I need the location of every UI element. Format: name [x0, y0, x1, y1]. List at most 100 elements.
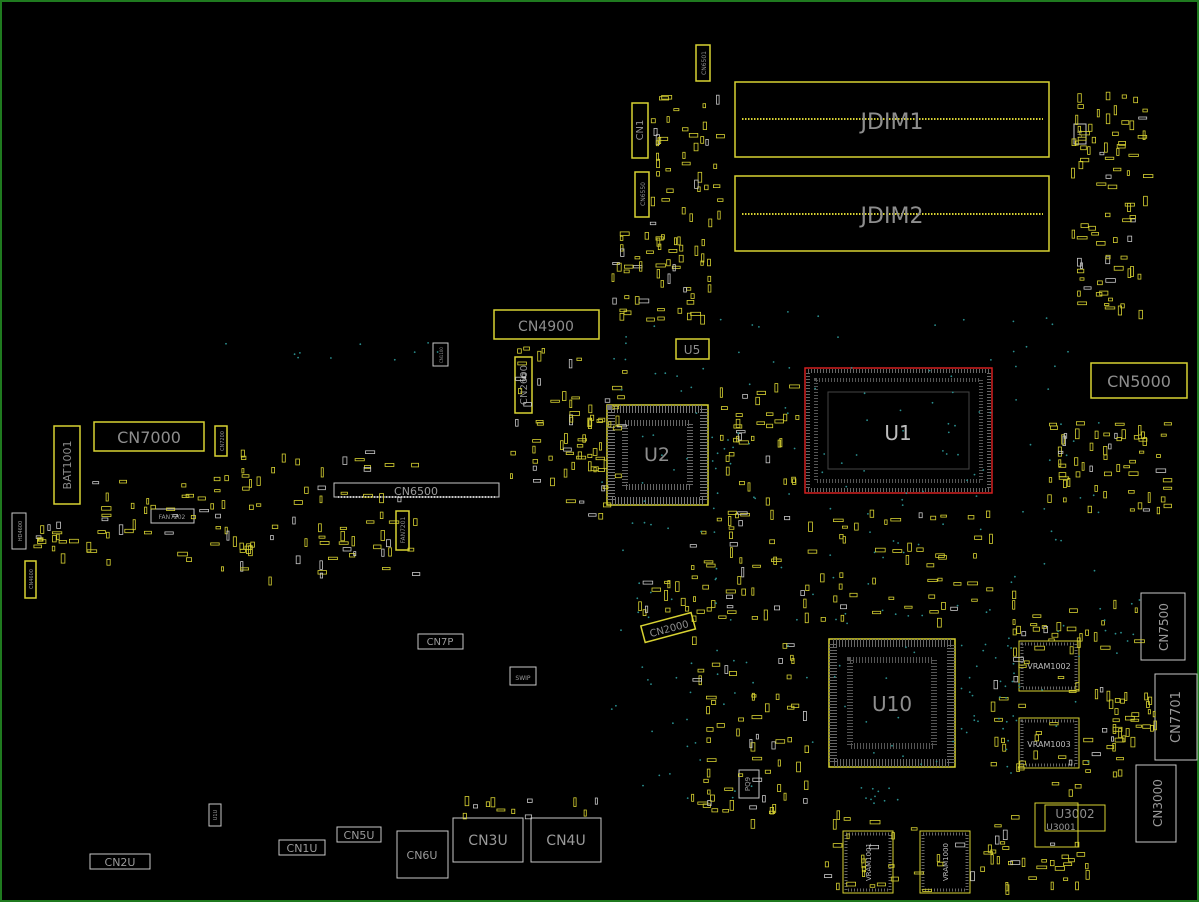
connector-cn7200[interactable]: CN7200	[214, 425, 228, 457]
smd-part	[836, 882, 840, 891]
connector-cn3u[interactable]: CN3U	[452, 817, 524, 863]
via	[711, 436, 714, 439]
via	[866, 419, 868, 422]
smd-part	[807, 549, 818, 554]
via	[812, 593, 814, 596]
smd-part	[1129, 459, 1136, 464]
smd-part	[1047, 494, 1052, 503]
smd-part	[832, 843, 843, 848]
connector-cn2u[interactable]: CN2U	[89, 853, 151, 870]
connector-cn4900[interactable]: CN4900	[493, 309, 600, 340]
via	[975, 495, 978, 497]
via	[871, 787, 874, 790]
smd-part	[1118, 140, 1126, 146]
smd-part	[1005, 884, 1010, 895]
chip-u1u[interactable]: U1U	[208, 803, 222, 827]
smd-part	[1113, 265, 1124, 271]
connector-hd4600[interactable]: HD4600	[11, 512, 27, 550]
smd-part	[935, 553, 945, 558]
smd-part	[588, 404, 593, 414]
connector-cn6500[interactable]: CN6500	[333, 482, 500, 498]
smd-part	[1112, 726, 1123, 732]
smd-part	[608, 421, 612, 428]
smd-part	[787, 705, 795, 710]
smd-part	[672, 264, 676, 272]
smd-part	[922, 888, 933, 892]
smd-part	[240, 561, 244, 572]
chip-u10[interactable]: U10	[828, 638, 956, 768]
connector-fan7202[interactable]: FAN7202	[150, 508, 195, 524]
chip-u1[interactable]: U1	[804, 367, 993, 494]
dimm-slot-jdim1[interactable]: JDIM1	[734, 81, 1050, 158]
via	[990, 359, 992, 361]
smd-part	[861, 866, 866, 873]
dimm-slot-jdim2[interactable]: JDIM2	[734, 175, 1050, 252]
connector-cn1u[interactable]: CN1U	[278, 839, 326, 856]
smd-part	[905, 555, 910, 565]
chip-u3[interactable]: U3	[1073, 123, 1087, 145]
connector-cn7p[interactable]: CN7P	[417, 633, 464, 650]
smd-part	[150, 504, 156, 510]
smd-part	[928, 594, 936, 599]
smd-part	[1068, 789, 1073, 797]
connector-fan7201[interactable]: FAN7201	[395, 510, 410, 551]
label-fan7202: FAN7202	[159, 514, 186, 521]
label-cn4600: CN4600	[29, 569, 35, 589]
connector-cn6u[interactable]: CN6U	[396, 830, 449, 879]
connector-cn7500[interactable]: CN7500	[1140, 592, 1186, 661]
connector-cn5u[interactable]: CN5U	[336, 826, 382, 843]
chip-vram1001[interactable]: VRAM1001	[842, 830, 894, 894]
connector-cn6501[interactable]: CN6501	[695, 44, 711, 82]
smd-part	[890, 518, 902, 522]
smd-part	[1143, 195, 1148, 207]
smd-part	[1125, 715, 1135, 721]
chip-u5[interactable]: U5	[675, 338, 710, 360]
smd-part	[1103, 491, 1107, 499]
via	[601, 481, 603, 483]
connector-cn6550[interactable]: CN6550	[634, 171, 650, 218]
smd-part	[840, 614, 845, 622]
smd-part	[993, 680, 998, 690]
battery-bat1001[interactable]: BAT1001	[53, 425, 81, 505]
via	[1004, 685, 1007, 688]
connector-cn2600[interactable]: CN2600	[514, 356, 533, 414]
chip-u2[interactable]: U2	[606, 404, 709, 506]
switch-swip[interactable]: SWIP	[509, 666, 537, 686]
chip-pq9[interactable]: PQ9	[738, 769, 760, 799]
connector-cn4600[interactable]: CN4600	[24, 560, 37, 599]
smd-part	[413, 518, 418, 526]
smd-part	[711, 808, 719, 813]
smd-part	[726, 605, 734, 609]
smd-part	[783, 413, 788, 422]
smd-part	[268, 576, 272, 586]
smd-part	[994, 824, 1002, 828]
smd-part	[536, 422, 544, 426]
smd-part	[1058, 459, 1062, 467]
smd-part	[688, 132, 699, 138]
label-u2: U2	[644, 444, 670, 466]
smd-part	[656, 158, 660, 168]
smd-part	[1125, 728, 1130, 737]
smd-part	[910, 827, 918, 831]
smd-part	[693, 142, 699, 152]
via	[844, 705, 846, 708]
via	[881, 609, 884, 612]
chip-vram1003[interactable]: VRAM1003	[1018, 717, 1080, 769]
connector-u3002[interactable]: U3002	[1044, 804, 1106, 832]
smd-part	[661, 198, 670, 202]
connector-cn1100[interactable]: CN1100	[432, 342, 449, 367]
smd-part	[727, 610, 737, 614]
connector-cn5000[interactable]: CN5000	[1090, 362, 1188, 399]
smd-part	[665, 168, 672, 172]
connector-cn3000[interactable]: CN3000	[1135, 764, 1177, 843]
chip-vram1000[interactable]: VRAM1000	[919, 830, 971, 894]
chip-u3001[interactable]: U3001	[1034, 802, 1079, 848]
smd-part	[1121, 429, 1126, 440]
via	[1103, 619, 1106, 622]
connector-cn7000[interactable]: CN7000	[93, 421, 205, 452]
smd-part	[655, 263, 666, 268]
via	[877, 790, 880, 793]
via	[731, 796, 734, 799]
connector-cn1[interactable]: CN1	[631, 102, 649, 159]
connector-cn4u[interactable]: CN4U	[530, 817, 602, 863]
